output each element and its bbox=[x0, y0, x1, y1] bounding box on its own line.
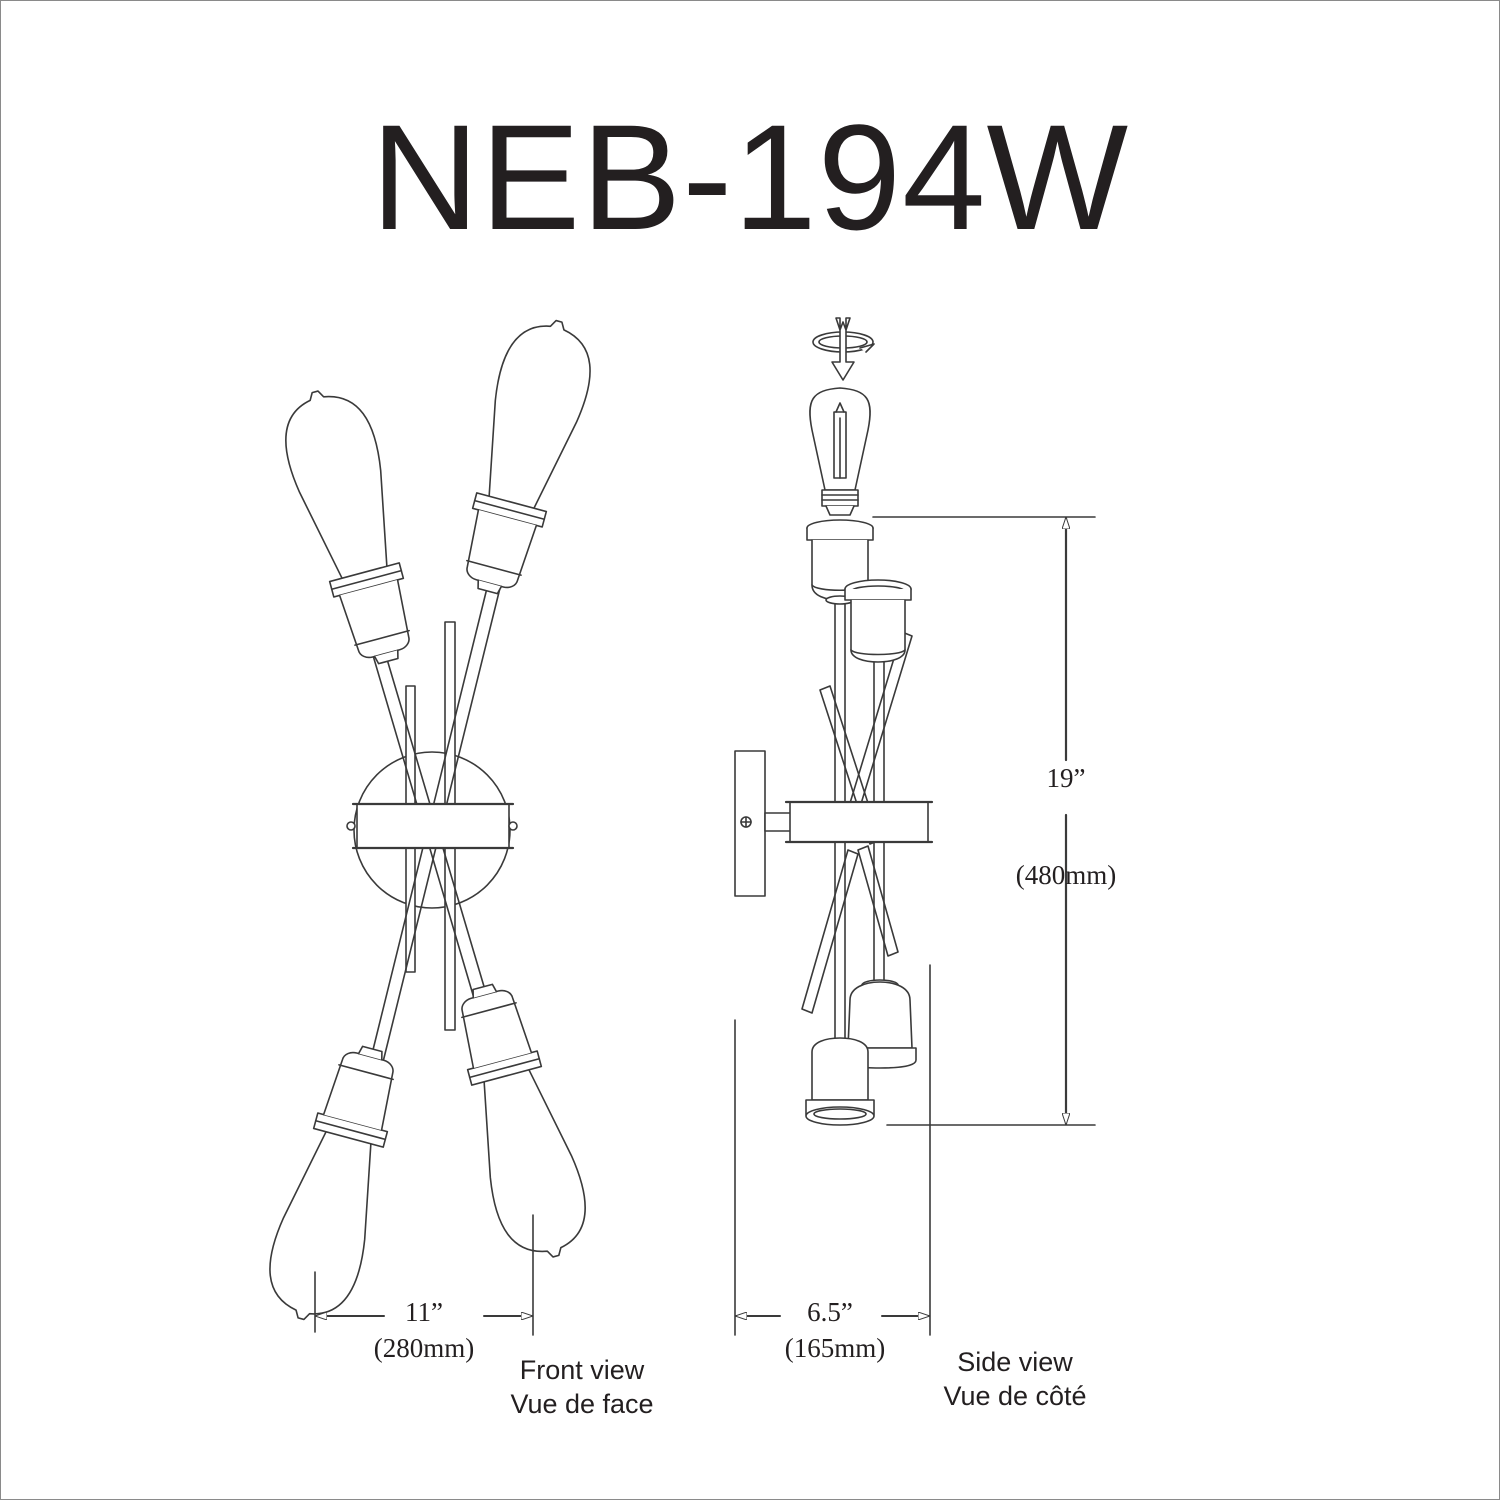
side-height-metric: (480mm) bbox=[1015, 860, 1117, 890]
side-depth-metric: (165mm) bbox=[784, 1333, 886, 1363]
front-view-label-en: Front view bbox=[519, 1355, 645, 1385]
side-diagonal-lower-left bbox=[801, 849, 859, 1014]
side-view-label-fr: Vue de côté bbox=[943, 1381, 1087, 1411]
bulb-upper-left bbox=[273, 380, 431, 673]
bulb-lower-right bbox=[440, 975, 598, 1268]
front-width-imperial: 11” bbox=[405, 1297, 443, 1327]
side-socket-lower-left bbox=[805, 1037, 875, 1126]
side-socket-open bbox=[844, 579, 912, 663]
exploded-bulb bbox=[809, 387, 871, 516]
front-view-label-fr: Vue de face bbox=[510, 1389, 654, 1419]
side-view-label-en: Side view bbox=[957, 1347, 1073, 1377]
side-center-band bbox=[789, 801, 929, 843]
front-width-metric: (280mm) bbox=[373, 1333, 475, 1363]
bulb-upper-right bbox=[445, 310, 603, 603]
side-diagonal-lower-right bbox=[857, 845, 899, 957]
bulb-lower-left bbox=[257, 1037, 415, 1330]
model-number-title: NEB-194W bbox=[370, 93, 1130, 261]
rotate-install-icon bbox=[812, 317, 875, 381]
front-view-drawing bbox=[257, 310, 603, 1336]
center-band bbox=[356, 803, 510, 849]
side-depth-imperial: 6.5” bbox=[807, 1297, 853, 1327]
side-height-imperial: 19” bbox=[1046, 763, 1086, 793]
side-view-drawing bbox=[734, 317, 1096, 1336]
